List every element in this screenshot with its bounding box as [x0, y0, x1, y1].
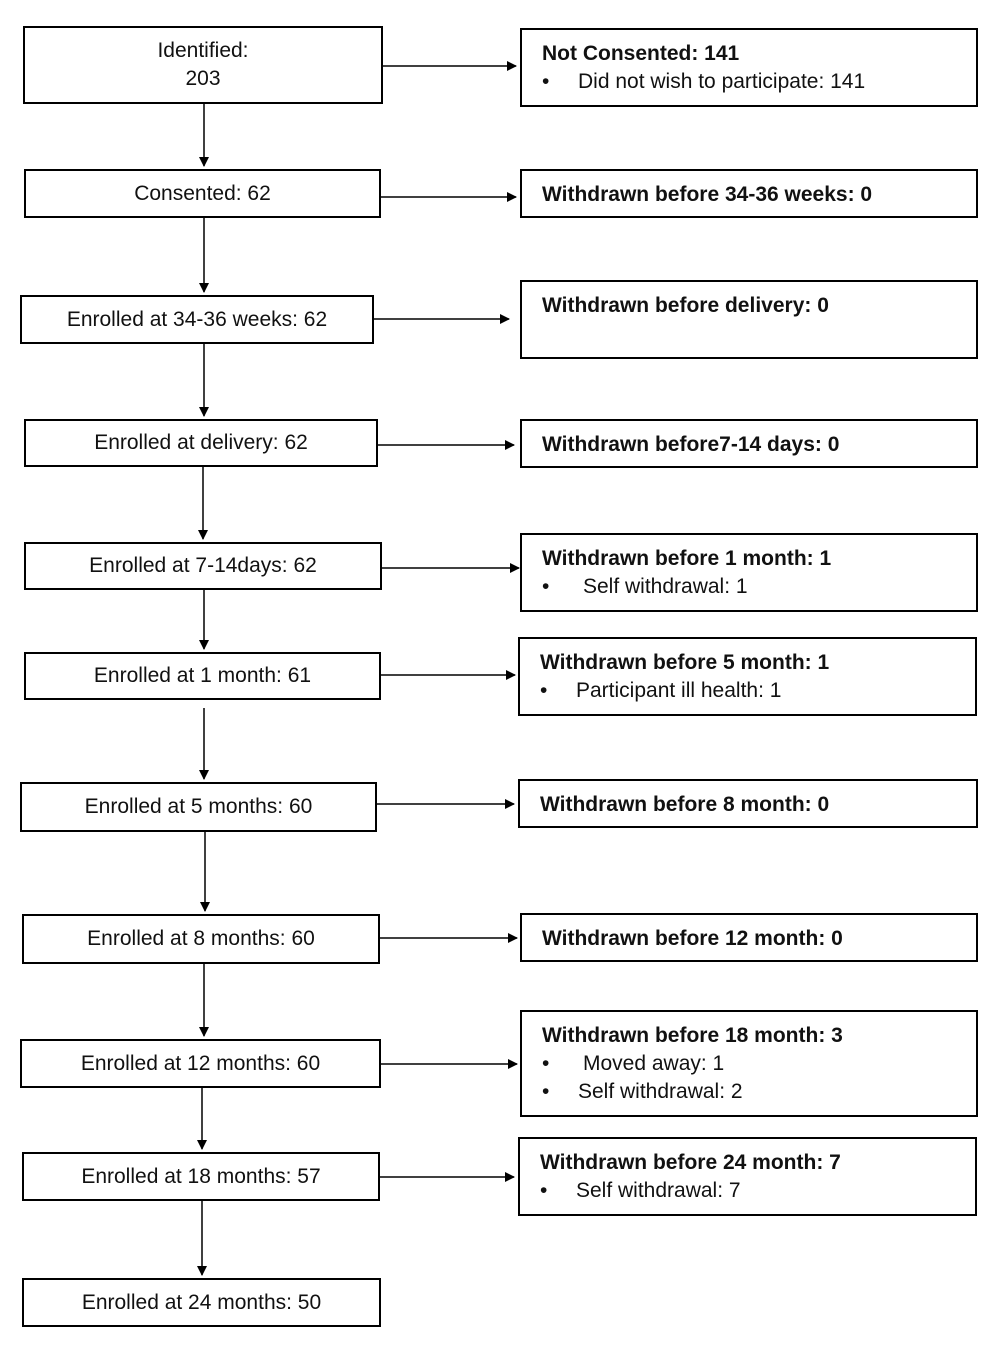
- bullet-icon: •: [540, 1179, 548, 1202]
- stage-label: Enrolled at 8 months: 60: [87, 927, 315, 950]
- bullet-icon: •: [542, 70, 550, 93]
- exclusion-box-before-24-month: Withdrawn before 24 month: 7 • Self with…: [518, 1137, 977, 1216]
- stage-box-12-months: Enrolled at 12 months: 60: [20, 1039, 381, 1088]
- stage-box-5-months: Enrolled at 5 months: 60: [20, 782, 377, 832]
- stage-box-consented: Consented: 62: [24, 169, 381, 218]
- bullet-icon: •: [542, 1080, 550, 1103]
- stage-label: Enrolled at delivery: 62: [94, 431, 308, 454]
- exclusion-reason: • Self withdrawal: 2: [542, 1078, 956, 1106]
- reason-text: Self withdrawal: 7: [576, 1179, 741, 1202]
- exclusion-box-before-7-14-days: Withdrawn before7-14 days: 0: [520, 419, 978, 468]
- stage-label: Enrolled at 1 month: 61: [93, 664, 312, 687]
- reason-text: Self withdrawal: 2: [578, 1080, 743, 1103]
- stage-label: Enrolled at 34-36 weeks: 62: [66, 307, 328, 331]
- stage-box-1-month: Enrolled at 1 month: 61: [24, 652, 381, 700]
- exclusion-title: Not Consented: 141: [542, 42, 740, 65]
- exclusion-box-before-5-month: Withdrawn before 5 month: 1 • Participan…: [518, 637, 977, 716]
- reason-text: Moved away: 1: [583, 1052, 725, 1075]
- exclusion-box-before-8-month: Withdrawn before 8 month: 0: [518, 779, 978, 828]
- stage-box-identified: Identified: 203: [23, 26, 383, 104]
- reason-text: Participant ill health: 1: [576, 679, 782, 702]
- exclusion-box-before-12-month: Withdrawn before 12 month: 0: [520, 913, 978, 962]
- stage-label: Consented: 62: [134, 181, 271, 205]
- stage-box-34-36-weeks: Enrolled at 34-36 weeks: 62: [20, 295, 374, 344]
- stage-label: Enrolled at 7-14days: 62: [89, 554, 317, 577]
- stage-box-7-14-days: Enrolled at 7-14days: 62: [24, 542, 382, 590]
- exclusion-box-before-18-month: Withdrawn before 18 month: 3 • Moved awa…: [520, 1010, 978, 1117]
- stage-label: Enrolled at 18 months: 57: [81, 1164, 321, 1188]
- identified-label: Identified:: [157, 39, 249, 62]
- stage-label: Enrolled at 5 months: 60: [84, 795, 313, 818]
- reason-text: Did not wish to participate: 141: [578, 70, 866, 93]
- stage-box-delivery: Enrolled at delivery: 62: [24, 419, 378, 467]
- exclusion-title: Withdrawn before 5 month: 1: [540, 651, 830, 674]
- exclusion-title: Withdrawn before delivery: 0: [542, 294, 829, 317]
- exclusion-reason: • Self withdrawal: 7: [540, 1177, 955, 1205]
- exclusion-box-before-delivery: Withdrawn before delivery: 0: [520, 280, 978, 359]
- exclusion-reason: • Moved away: 1: [542, 1050, 956, 1078]
- exclusion-box-before-34-36-weeks: Withdrawn before 34-36 weeks: 0: [520, 169, 978, 218]
- stage-box-18-months: Enrolled at 18 months: 57: [22, 1152, 380, 1201]
- stage-label: Enrolled at 12 months: 60: [80, 1051, 321, 1075]
- stage-box-24-months: Enrolled at 24 months: 50: [22, 1278, 381, 1327]
- exclusion-title: Withdrawn before 8 month: 0: [540, 793, 830, 816]
- bullet-icon: •: [542, 1052, 550, 1075]
- stage-label: Enrolled at 24 months: 50: [81, 1290, 322, 1314]
- identified-count: 203: [185, 67, 221, 90]
- bullet-icon: •: [542, 575, 550, 598]
- bullet-icon: •: [540, 679, 548, 702]
- exclusion-box-before-1-month: Withdrawn before 1 month: 1 • Self withd…: [520, 533, 978, 612]
- exclusion-title: Withdrawn before 34-36 weeks: 0: [542, 183, 873, 206]
- exclusion-title: Withdrawn before 1 month: 1: [542, 547, 832, 570]
- exclusion-title: Withdrawn before 18 month: 3: [542, 1024, 843, 1047]
- exclusion-title: Withdrawn before7-14 days: 0: [542, 433, 840, 456]
- exclusion-title: Withdrawn before 12 month: 0: [542, 927, 843, 950]
- reason-text: Self withdrawal: 1: [583, 575, 748, 598]
- exclusion-reason: • Did not wish to participate: 141: [542, 68, 956, 96]
- exclusion-title: Withdrawn before 24 month: 7: [540, 1151, 841, 1174]
- exclusion-reason: • Self withdrawal: 1: [542, 573, 956, 601]
- exclusion-reason: • Participant ill health: 1: [540, 677, 955, 705]
- stage-box-8-months: Enrolled at 8 months: 60: [22, 914, 380, 964]
- exclusion-box-not-consented: Not Consented: 141 • Did not wish to par…: [520, 28, 978, 107]
